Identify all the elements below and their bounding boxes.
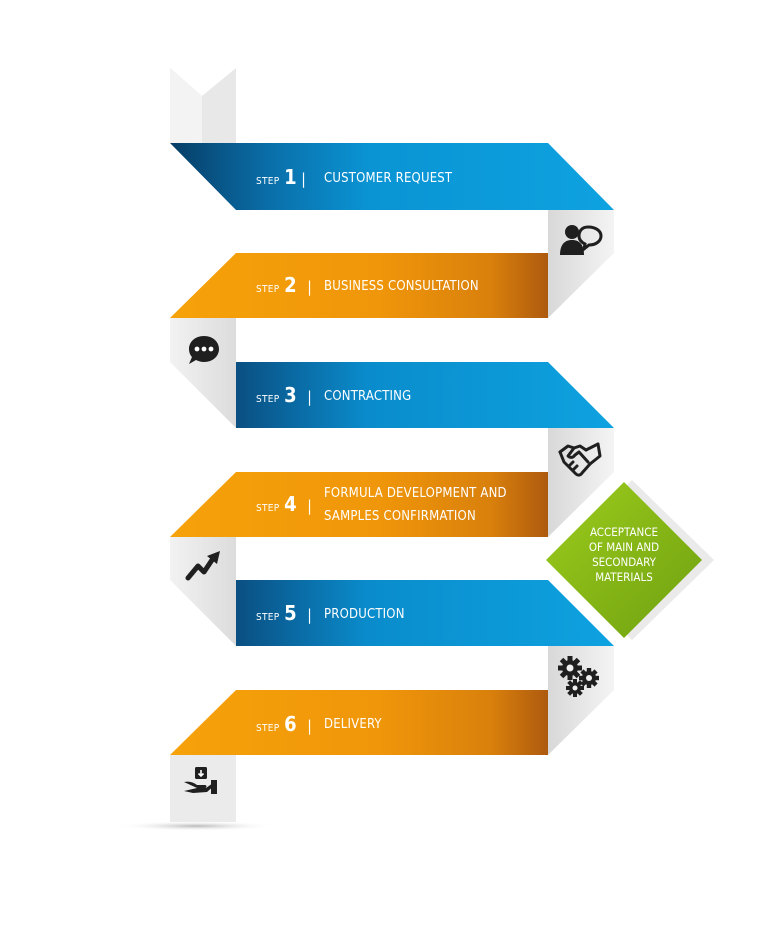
step-4-text: STEP 4 | [256,492,312,516]
step-4-word: STEP [256,503,280,514]
step-3-number: 3 [284,383,297,407]
step-2-label: BUSINESS CONSULTATION [324,279,479,294]
step-5-label: PRODUCTION [324,607,405,622]
step-band-1 [170,143,614,210]
chat-bubble-icon [189,336,219,364]
step-5-text: STEP 5 | [256,601,312,625]
step-1-text: STEP 1 | [256,165,306,189]
handshake-icon [558,442,602,477]
step-4-label-line-1: FORMULA DEVELOPMENT AND [324,486,507,501]
step-3-separator: | [307,388,312,406]
step-4-separator: | [307,497,312,515]
step-band-5 [236,580,614,646]
ribbon-shadow [116,821,276,831]
step-1-label: CUSTOMER REQUEST [324,171,453,186]
step-2-separator: | [307,278,312,296]
step-1-word: STEP [256,176,280,187]
diamond-line-3: SECONDARY [592,555,656,569]
step-2-word: STEP [256,284,280,295]
step-3-word: STEP [256,394,280,405]
fold-right-1 [548,210,614,318]
step-band-4 [170,472,548,537]
step-5-separator: | [307,606,312,624]
fold-right-2 [548,428,614,537]
fold-right-3 [548,646,614,755]
diamond-line-2: OF MAIN AND [588,540,660,554]
step-band-6 [170,690,548,755]
diamond-line-4: MATERIALS [595,570,653,584]
step-6-text: STEP 6 | [256,712,312,736]
acceptance-diamond [546,482,702,638]
step-3-label: CONTRACTING [324,389,412,404]
step-6-number: 6 [284,712,297,736]
step-6-word: STEP [256,723,280,734]
step-1-number: 1 [284,165,297,189]
step-1-separator: | [301,170,306,188]
step-2-number: 2 [284,273,297,297]
step-5-word: STEP [256,612,280,623]
user-speech-icon [560,225,603,255]
step-6-label: DELIVERY [324,717,382,732]
trend-up-arrow-icon [185,551,220,581]
step-5-number: 5 [284,601,297,625]
step-2-text: STEP 2 | [256,273,312,297]
step-band-3 [236,362,614,428]
gears-icon [558,656,599,697]
diamond-line-1: ACCEPTANCE [589,525,659,539]
step-3-text: STEP 3 | [256,383,312,407]
step-6-separator: | [307,717,312,735]
step-band-2 [170,253,548,318]
step-4-label-line-2: SAMPLES CONFIRMATION [324,509,476,524]
step-4-number: 4 [284,492,297,516]
diamond-text: ACCEPTANCE OF MAIN AND SECONDARY MATERIA… [574,525,674,585]
fold-left-1 [170,318,236,428]
hand-box-icon [184,767,217,794]
fold-left-2 [170,537,236,646]
